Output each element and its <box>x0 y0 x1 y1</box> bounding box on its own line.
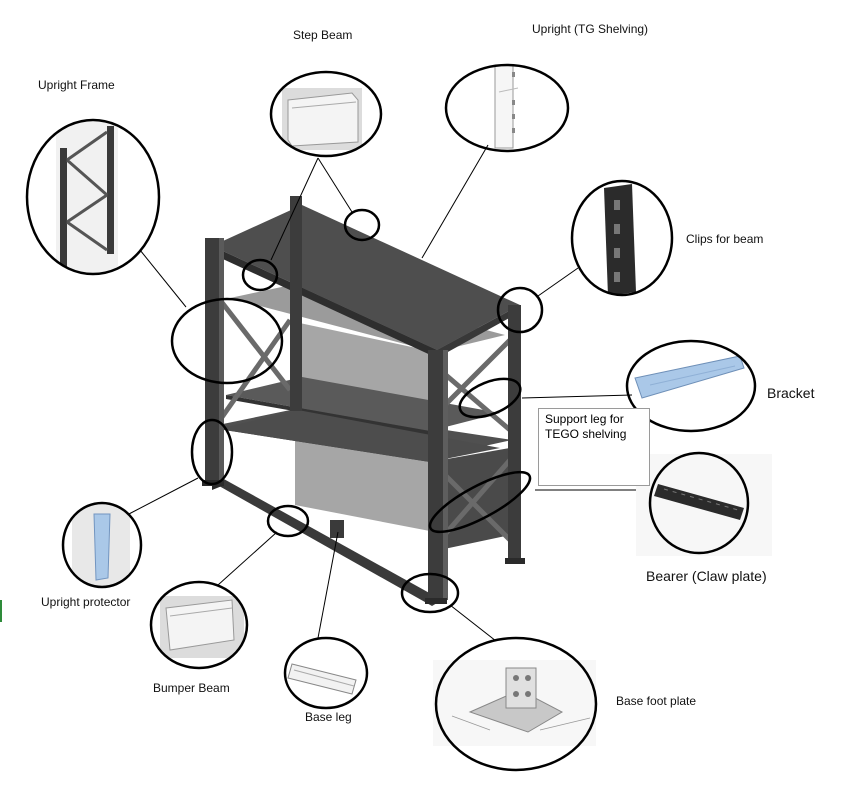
label-base-foot-plate: Base foot plate <box>616 694 697 708</box>
label-step-beam: Step Beam <box>293 28 353 42</box>
callout-base-leg <box>283 636 369 710</box>
shelving-unit <box>202 196 525 606</box>
target-bracket <box>458 377 522 419</box>
label-support-leg: Support leg for TEGO shelving <box>538 408 650 486</box>
label-upright-frame: Upright Frame <box>38 78 115 92</box>
label-upright-protector: Upright protector <box>41 595 131 609</box>
target-upright-frame <box>170 297 284 385</box>
callout-bracket <box>625 339 757 433</box>
callout-upright-frame <box>25 118 161 276</box>
edge-marker <box>0 600 2 622</box>
callout-upright-protector <box>61 501 143 589</box>
target-base-foot-plate <box>400 572 460 614</box>
label-base-leg: Base leg <box>305 710 352 724</box>
leader-lines <box>126 144 650 642</box>
target-bumper-beam <box>266 504 310 538</box>
callout-step-beam <box>269 70 383 158</box>
label-bumper-beam: Bumper Beam <box>153 681 230 695</box>
callout-bearer <box>636 451 772 556</box>
label-clips-for-beam: Clips for beam <box>686 232 764 246</box>
target-bearer <box>428 470 532 534</box>
label-upright-tg: Upright (TG Shelving) <box>532 22 649 36</box>
label-bracket: Bracket <box>767 385 815 401</box>
target-step-beam-b <box>343 208 381 242</box>
callout-clips-for-beam <box>570 179 674 297</box>
label-bearer: Bearer (Claw plate) <box>646 568 767 584</box>
target-markers <box>170 208 544 614</box>
callout-upright-tg <box>444 63 570 153</box>
target-clips <box>496 286 544 334</box>
callout-base-foot-plate <box>433 636 598 772</box>
target-step-beam-a <box>241 258 279 292</box>
callout-bumper-beam <box>149 580 249 670</box>
target-upright-protector <box>190 418 234 486</box>
